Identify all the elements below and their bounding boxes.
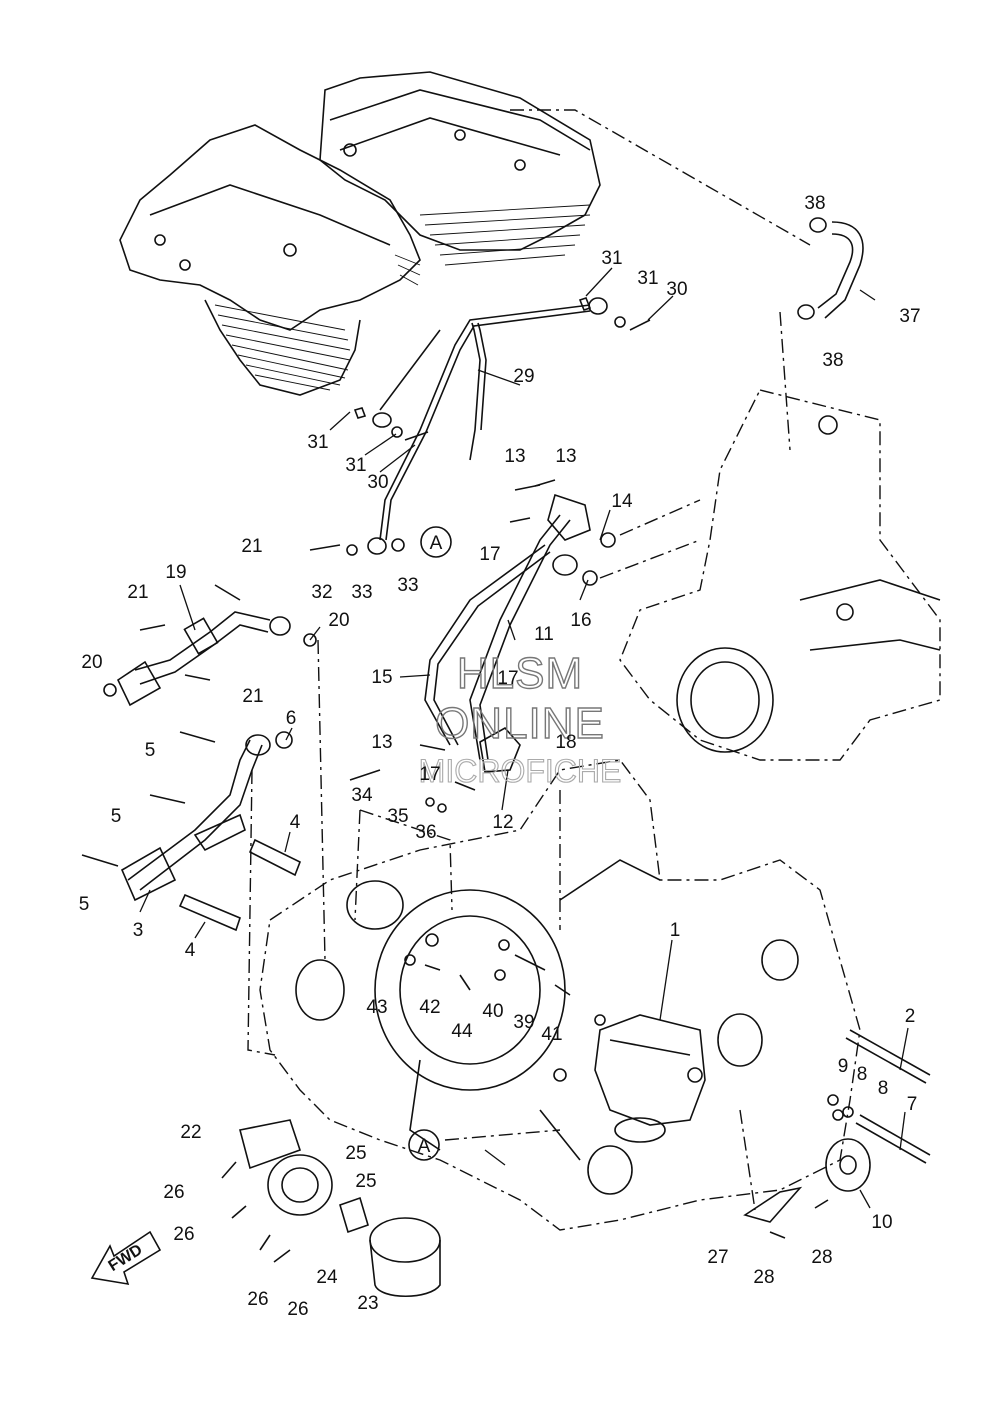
callout-42: 42 [419, 997, 440, 1018]
callout-30: 30 [666, 279, 687, 300]
callout-43: 43 [366, 997, 387, 1018]
callout-17: 17 [479, 544, 500, 565]
callout-16: 16 [570, 610, 591, 631]
callout-25: 25 [345, 1143, 366, 1164]
callout-14: 14 [611, 491, 633, 512]
callout-8: 8 [857, 1064, 868, 1085]
callout-20: 20 [81, 652, 102, 673]
callout-21: 21 [241, 536, 262, 557]
callout-44: 44 [451, 1021, 473, 1042]
breather-hose [797, 217, 864, 320]
callout-9: 9 [838, 1056, 849, 1077]
callout-31: 31 [345, 455, 366, 476]
oil-hose-19 [116, 611, 291, 707]
oil-filter-23 [369, 1217, 441, 1298]
callout-18: 18 [555, 732, 576, 753]
callout-6: 6 [286, 708, 297, 729]
callout-5: 5 [79, 894, 90, 915]
callout-3: 3 [133, 920, 144, 941]
watermark: HLSM ONLINE MICROFICHE [418, 648, 622, 789]
callout-29: 29 [513, 366, 534, 387]
callout-31: 31 [307, 432, 328, 453]
crankcase-main [259, 759, 861, 1231]
crankcase-right-upper [619, 389, 941, 761]
callout-1: 1 [670, 920, 681, 941]
reference-marker-a-label: A [430, 533, 443, 554]
oil-delivery-pipe-15 [424, 544, 551, 746]
oil-pump-gear-10 [825, 1138, 871, 1192]
callout-38: 38 [822, 350, 843, 371]
callout-34: 34 [351, 785, 373, 806]
oil-filter-housing-22 [239, 1119, 333, 1216]
fasteners [81, 297, 854, 1263]
cylinder-fins [214, 204, 591, 391]
oil-pump-cover-27 [743, 1186, 803, 1223]
fwd-label: FWD [106, 1241, 146, 1275]
callout-38: 38 [804, 193, 825, 214]
callout-15: 15 [371, 667, 392, 688]
callout-26: 26 [287, 1299, 308, 1320]
oil-strainer-pipe-3 [120, 734, 271, 902]
callout-22: 22 [180, 1122, 201, 1143]
callout-32: 32 [311, 582, 332, 603]
callout-26: 26 [163, 1182, 184, 1203]
callout-28: 28 [811, 1247, 832, 1268]
callout-26: 26 [173, 1224, 194, 1245]
callout-11: 11 [534, 624, 554, 645]
cylinder-heads [119, 71, 601, 396]
callout-12: 12 [492, 812, 513, 833]
reference-marker-a-upper: A [420, 526, 452, 558]
part-callouts: 1 2 3 4 4 5 5 5 6 7 8 8 9 10 11 12 13 13… [79, 193, 921, 1320]
callout-10: 10 [871, 1212, 892, 1233]
callout-41: 41 [541, 1024, 562, 1045]
watermark-line1: HLSM [457, 649, 583, 698]
oil-pump [594, 1014, 706, 1143]
callout-30: 30 [367, 472, 388, 493]
callout-13: 13 [504, 446, 525, 467]
callout-35: 35 [387, 806, 408, 827]
bolt-2 [845, 1029, 931, 1084]
callout-17: 17 [497, 668, 518, 689]
callout-37: 37 [899, 306, 920, 327]
callout-39: 39 [513, 1012, 534, 1033]
reference-lines [247, 109, 811, 1211]
callout-5: 5 [111, 806, 122, 827]
callout-5: 5 [145, 740, 156, 761]
oil-strainers-4 [178, 838, 302, 932]
watermark-line3: MICROFICHE [419, 753, 622, 789]
callout-33: 33 [351, 582, 372, 603]
callout-31: 31 [601, 248, 622, 269]
callout-7: 7 [907, 1094, 918, 1115]
callout-23: 23 [357, 1293, 378, 1314]
callout-13: 13 [371, 732, 392, 753]
callout-25: 25 [355, 1171, 376, 1192]
callout-17: 17 [419, 764, 440, 785]
union-bolt-24 [339, 1196, 369, 1234]
callout-13: 13 [555, 446, 576, 467]
callout-4: 4 [290, 812, 301, 833]
callout-36: 36 [415, 822, 436, 843]
callout-28: 28 [753, 1267, 774, 1288]
callout-8: 8 [878, 1078, 889, 1099]
callout-20: 20 [328, 610, 349, 631]
shaft-7 [855, 1114, 931, 1164]
callout-19: 19 [165, 562, 186, 583]
callout-40: 40 [482, 1001, 503, 1022]
reference-marker-a-lower: A [408, 1129, 440, 1161]
callout-21: 21 [242, 686, 263, 707]
callout-26: 26 [247, 1289, 268, 1310]
callout-33: 33 [397, 575, 418, 596]
callout-27: 27 [707, 1247, 728, 1268]
head-oil-pipe [367, 297, 608, 555]
callout-24: 24 [316, 1267, 338, 1288]
reference-marker-a-label: A [418, 1136, 431, 1157]
callout-31: 31 [637, 268, 658, 289]
watermark-line2: ONLINE [435, 699, 605, 748]
callout-2: 2 [905, 1006, 916, 1027]
fwd-arrow-icon: FWD [90, 1230, 162, 1286]
callout-21: 21 [127, 582, 148, 603]
leader-lines [139, 267, 909, 1209]
callout-4: 4 [185, 940, 196, 961]
